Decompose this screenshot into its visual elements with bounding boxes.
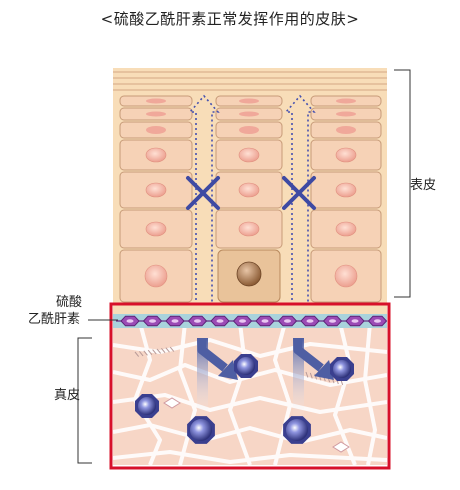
dermis-label: 真皮 [54, 388, 81, 403]
growth-factor [135, 394, 159, 418]
dermis-highlight-frame [109, 302, 391, 470]
collagen-fiber [113, 363, 387, 387]
collagen-fiber [333, 323, 357, 465]
growth-factor [283, 416, 311, 444]
cell-nucleus [239, 126, 259, 134]
melanocyte-nucleus [236, 261, 262, 287]
collagen-fiber [273, 323, 292, 465]
collagen-fibers [113, 323, 387, 465]
collagen-fiber [113, 450, 387, 464]
binding-site [163, 397, 181, 409]
collagen-fiber [363, 323, 377, 465]
cell-nucleus [146, 126, 166, 134]
heparan-sulfate-label-line2: 乙酰肝素 [28, 312, 81, 327]
binding-site [332, 441, 350, 453]
cell-nucleus [239, 98, 259, 104]
cross-icon [282, 176, 316, 210]
cell-nucleus [335, 182, 357, 198]
cross-icon [186, 176, 220, 210]
heparan-sulfate-label-line1: 硫酸 [56, 295, 83, 310]
cell-nucleus [335, 221, 357, 237]
cell-nucleus [144, 264, 168, 288]
heparan-sulfate-layer [113, 314, 388, 328]
collagen-fiber [228, 323, 252, 465]
cell-nucleus [146, 111, 166, 117]
cell-nucleus [334, 264, 358, 288]
growth-factors [135, 354, 354, 453]
cell-nucleus [238, 221, 260, 237]
cell-nucleus [335, 147, 357, 163]
cell-nucleus [238, 147, 260, 163]
collagen-fiber [133, 323, 162, 465]
collagen-fiber [113, 393, 387, 414]
growth-factor [187, 416, 215, 444]
dermis [113, 323, 387, 465]
epidermis-bracket [394, 69, 411, 298]
cell-nucleus [336, 126, 356, 134]
dotted-up-arrow [284, 94, 316, 305]
diagram-title: <硫酸乙酰肝素正常发挥作用的皮肤> [100, 10, 360, 28]
epidermis [113, 68, 387, 314]
cell-nucleus [145, 221, 167, 237]
cell-nucleus [145, 182, 167, 198]
dermis-bracket [77, 337, 92, 464]
growth-factor [330, 357, 354, 381]
growth-factor [234, 354, 258, 378]
epidermis-label: 表皮 [410, 178, 437, 193]
dotted-up-arrow [188, 94, 220, 305]
cell-nucleus [239, 111, 259, 117]
cell-nucleus [146, 98, 166, 104]
down-right-arrow [293, 338, 334, 418]
collagen-fiber [113, 338, 387, 358]
cell-nucleus [336, 98, 356, 104]
cell-nucleus [145, 147, 167, 163]
cell-nucleus [336, 111, 356, 117]
cell-nucleus [238, 182, 260, 198]
stratum-corneum [113, 71, 387, 91]
epidermal-cells [119, 95, 382, 303]
collagen-fiber [178, 323, 197, 465]
down-right-arrow [197, 338, 238, 418]
